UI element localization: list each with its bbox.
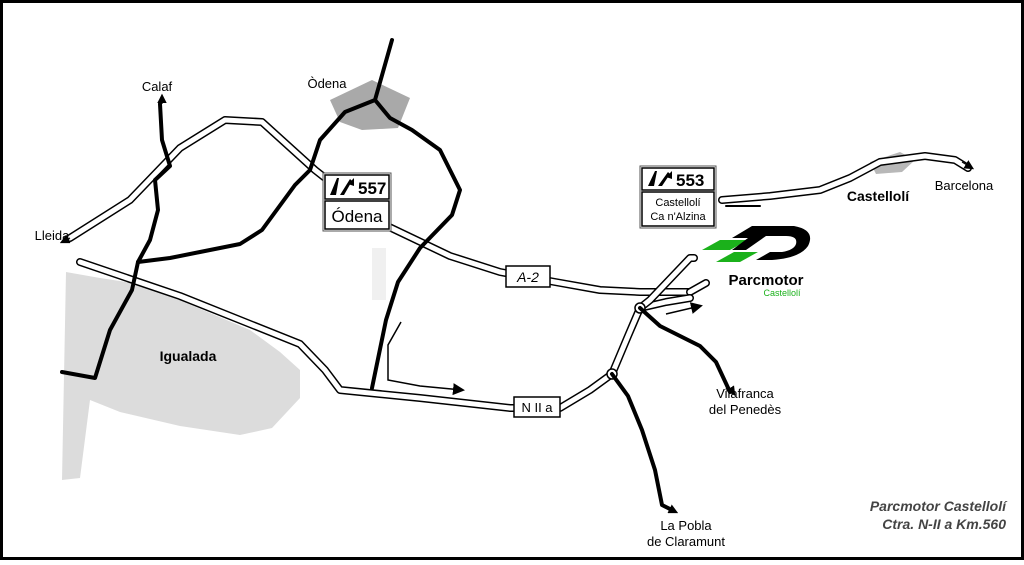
svg-text:A-2: A-2 (516, 269, 539, 285)
place-pobla-2: de Claramunt (647, 534, 725, 549)
a2-label: A-2 (505, 265, 551, 288)
place-vilafranca-2: del Penedès (709, 402, 782, 417)
exit-553-destination: Castellolí (655, 197, 700, 209)
secondary-roads (60, 38, 732, 512)
place-castelloli: Castellolí (847, 188, 910, 204)
place-calaf: Calaf (142, 79, 173, 94)
exit-553-number: 553 (676, 171, 704, 190)
castelloli-direction-arrow (665, 302, 703, 315)
grey-patch (372, 248, 386, 300)
igualada-area (62, 272, 300, 480)
exit-557-destination: Ódena (331, 207, 383, 226)
parcmotor-logo: Parcmotor Castellolí (702, 226, 811, 298)
destination-arrows (59, 93, 975, 514)
place-igualada: Igualada (160, 348, 217, 364)
footer-line2: Ctra. N-II a Km.560 (882, 516, 1006, 532)
logo-name: Parcmotor (728, 272, 803, 289)
svg-text:N II a: N II a (521, 400, 553, 415)
logo-sub: Castellolí (763, 288, 801, 298)
place-lleida: Lleida (35, 228, 70, 243)
place-pobla: La Pobla (660, 518, 712, 533)
exit-icon (648, 171, 672, 186)
exit-icon (330, 178, 354, 195)
n2a-direction-arrow (387, 321, 465, 396)
n2a-label: N II a (513, 396, 561, 418)
footer-line1: Parcmotor Castellolí (870, 498, 1008, 514)
exit-553-destination-2: Ca n'Alzina (650, 211, 706, 223)
exit-sign-553: 553 Castellolí Ca n'Alzina (639, 165, 717, 229)
exit-sign-557: 557 Ódena (322, 172, 392, 232)
place-odena: Òdena (307, 76, 347, 91)
exit-557-number: 557 (358, 179, 386, 198)
place-barcelona: Barcelona (935, 178, 994, 193)
place-vilafranca: Vilafranca (716, 386, 774, 401)
